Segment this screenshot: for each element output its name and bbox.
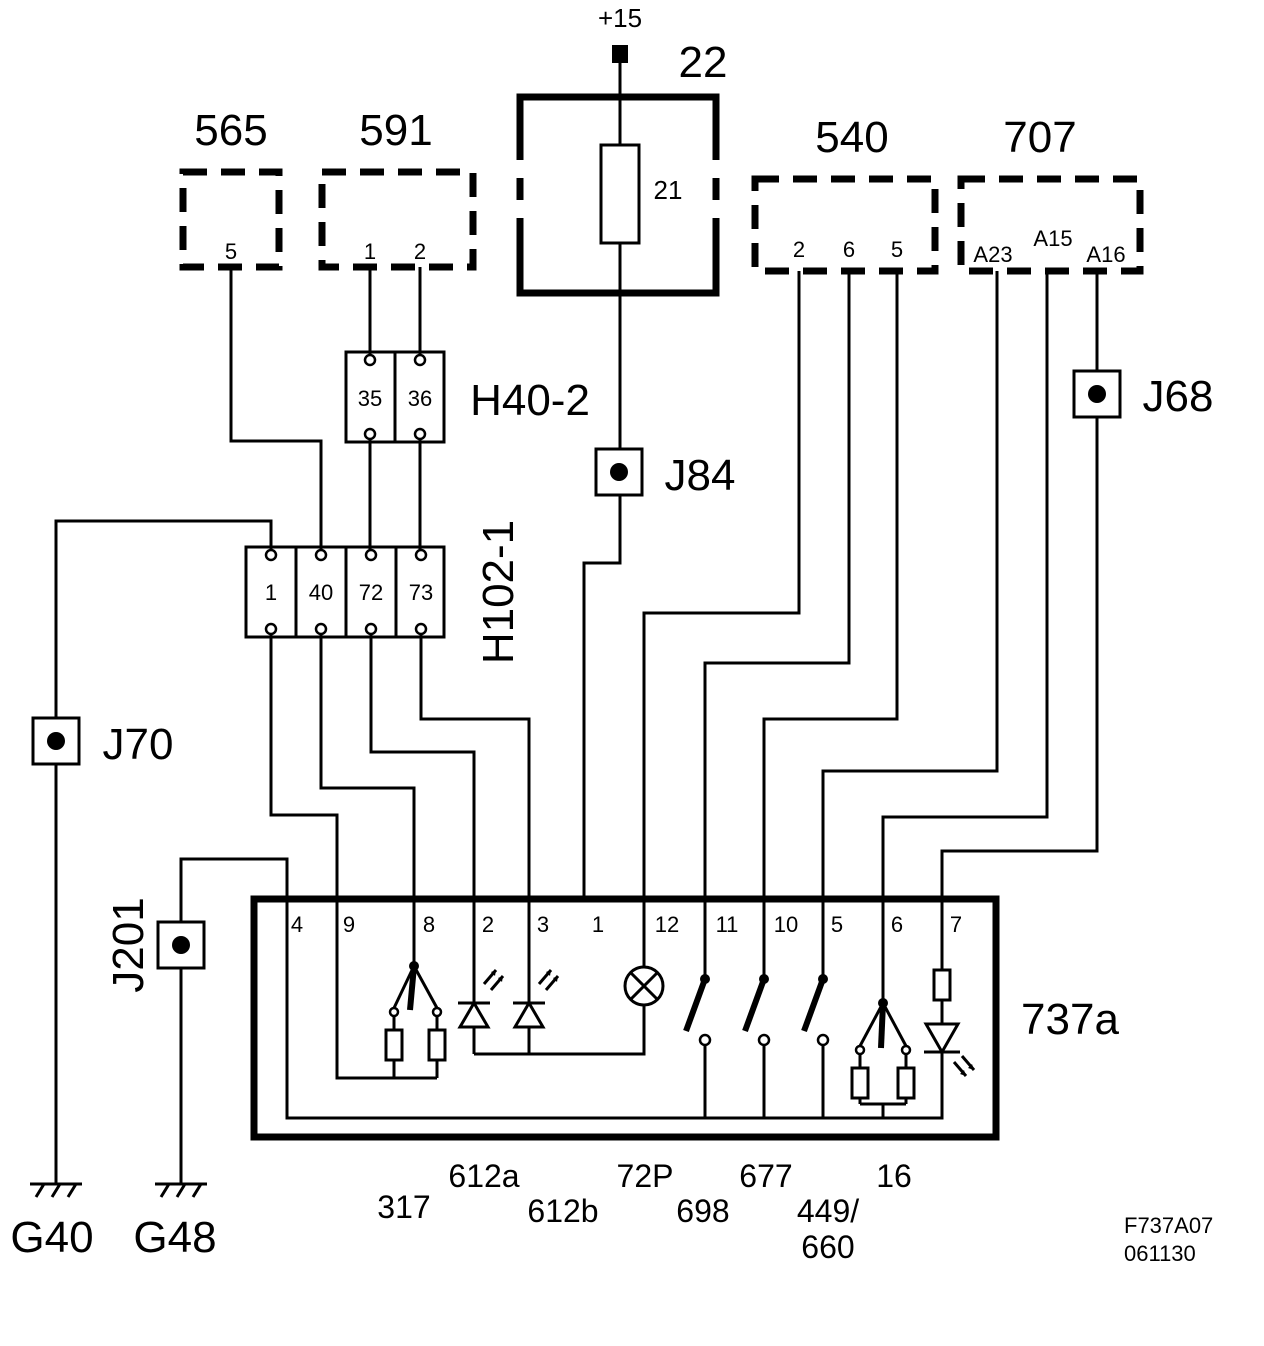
switch-449-660 xyxy=(801,900,830,1047)
junction-j201: J201 xyxy=(104,897,206,993)
wire-codes: 317 612a 612b 72P 698 677 449/ 660 16 xyxy=(377,1158,911,1265)
connector-h102-1-pin-73: 73 xyxy=(409,580,433,605)
code-612a: 612a xyxy=(448,1158,519,1194)
module-591-frame xyxy=(318,168,477,271)
module-565: 565 5 xyxy=(179,106,283,271)
module-540-pin-5: 5 xyxy=(891,237,903,262)
supply-terminal: +15 xyxy=(598,3,642,63)
component-pin-4: 4 xyxy=(291,912,303,937)
component-pin-10: 10 xyxy=(774,912,798,937)
connector-h102-1-pin-1: 1 xyxy=(265,580,277,605)
selector-switch-left xyxy=(335,900,447,1080)
component-pin-5: 5 xyxy=(831,912,843,937)
supply-label: +15 xyxy=(598,3,642,33)
junction-j201-label: J201 xyxy=(104,897,153,992)
module-591-id: 591 xyxy=(359,106,432,155)
module-707-pin-a15: A15 xyxy=(1033,226,1072,251)
connector-h40-2-pin-35: 35 xyxy=(358,386,382,411)
module-707-frame xyxy=(957,175,1144,275)
component-pin-2: 2 xyxy=(482,912,494,937)
junction-j70-label: J70 xyxy=(103,720,174,769)
ground-g48: G48 xyxy=(133,1182,217,1262)
module-591: 591 1 2 xyxy=(318,106,477,271)
component-pin-1: 1 xyxy=(592,912,604,937)
code-449: 449/ xyxy=(797,1193,859,1229)
fuse-box-id: 22 xyxy=(679,38,728,87)
module-565-pin: 5 xyxy=(225,239,237,264)
led-612a xyxy=(457,900,505,1054)
junction-j84-label: J84 xyxy=(665,451,736,500)
resistor-right-a xyxy=(850,1066,870,1100)
module-540-pin-6: 6 xyxy=(843,237,855,262)
component-737a: 737a 4 9 8 2 3 1 12 11 10 5 6 7 xyxy=(250,895,1119,1141)
module-707-pin-a16: A16 xyxy=(1086,242,1125,267)
code-16: 16 xyxy=(876,1158,912,1194)
component-737a-id: 737a xyxy=(1021,995,1119,1044)
resistor-led-16 xyxy=(932,968,952,1002)
module-591-pin-1: 1 xyxy=(364,239,376,264)
module-565-frame xyxy=(179,168,283,271)
resistor-right-b xyxy=(896,1066,916,1100)
module-540-id: 540 xyxy=(815,113,888,162)
module-540: 540 2 6 5 xyxy=(751,113,939,275)
connector-h40-2-label: H40-2 xyxy=(470,376,590,425)
code-660: 660 xyxy=(801,1229,854,1265)
junction-j68: J68 xyxy=(1072,369,1214,421)
code-677: 677 xyxy=(739,1158,792,1194)
switch-677 xyxy=(742,900,771,1047)
fuse-label: 21 xyxy=(654,175,683,205)
component-pin-6: 6 xyxy=(891,912,903,937)
resistor-left-b xyxy=(427,1028,447,1062)
module-565-id: 565 xyxy=(194,106,267,155)
component-pin-9: 9 xyxy=(343,912,355,937)
component-pin-11: 11 xyxy=(716,912,739,937)
selector-switch-right xyxy=(850,900,916,1100)
connector-h102-1-pin-40: 40 xyxy=(309,580,333,605)
led-612b xyxy=(512,900,560,1054)
module-540-pin-2: 2 xyxy=(793,237,805,262)
switch-698 xyxy=(683,900,712,1047)
module-707-id: 707 xyxy=(1003,113,1076,162)
component-pin-12: 12 xyxy=(655,912,679,937)
drawing-ref-code: F737A07 xyxy=(1124,1213,1213,1238)
drawing-reference: F737A07 061130 xyxy=(1124,1213,1213,1266)
code-612b: 612b xyxy=(527,1193,598,1229)
code-72p: 72P xyxy=(617,1158,674,1194)
module-540-frame xyxy=(751,175,939,275)
module-707: 707 A23 A15 A16 xyxy=(957,113,1144,275)
connector-h40-2-pin-36: 36 xyxy=(408,386,432,411)
junction-j70: J70 xyxy=(31,716,174,769)
led-16 xyxy=(923,900,976,1104)
resistor-left-a xyxy=(384,1028,404,1062)
code-317: 317 xyxy=(377,1189,430,1225)
wires xyxy=(54,63,1099,1184)
fuse-box-22: 22 21 xyxy=(513,38,728,297)
component-pin-8: 8 xyxy=(423,912,435,937)
module-707-pin-a23: A23 xyxy=(973,242,1012,267)
module-591-pin-2: 2 xyxy=(414,239,426,264)
code-698: 698 xyxy=(676,1193,729,1229)
component-737a-frame xyxy=(250,895,1000,1141)
connector-h102-1-label: H102-1 xyxy=(474,520,523,664)
fuse-21-symbol xyxy=(599,143,641,245)
lamp-72p xyxy=(623,900,665,1007)
junction-j68-label: J68 xyxy=(1143,372,1214,421)
component-pin-3: 3 xyxy=(537,912,549,937)
ground-g40: G40 xyxy=(10,1182,94,1262)
junction-j84: J84 xyxy=(594,447,736,500)
fuse-box-frame xyxy=(516,93,720,297)
ground-g40-label: G40 xyxy=(10,1213,93,1262)
connector-h40-2: 35 36 H40-2 xyxy=(344,350,590,444)
drawing-ref-date: 061130 xyxy=(1124,1241,1196,1266)
connector-h102-1: 1 40 72 73 H102-1 xyxy=(244,520,523,664)
connector-h102-1-pin-72: 72 xyxy=(359,580,383,605)
ground-g48-label: G48 xyxy=(133,1213,216,1262)
component-pin-7: 7 xyxy=(950,912,962,937)
